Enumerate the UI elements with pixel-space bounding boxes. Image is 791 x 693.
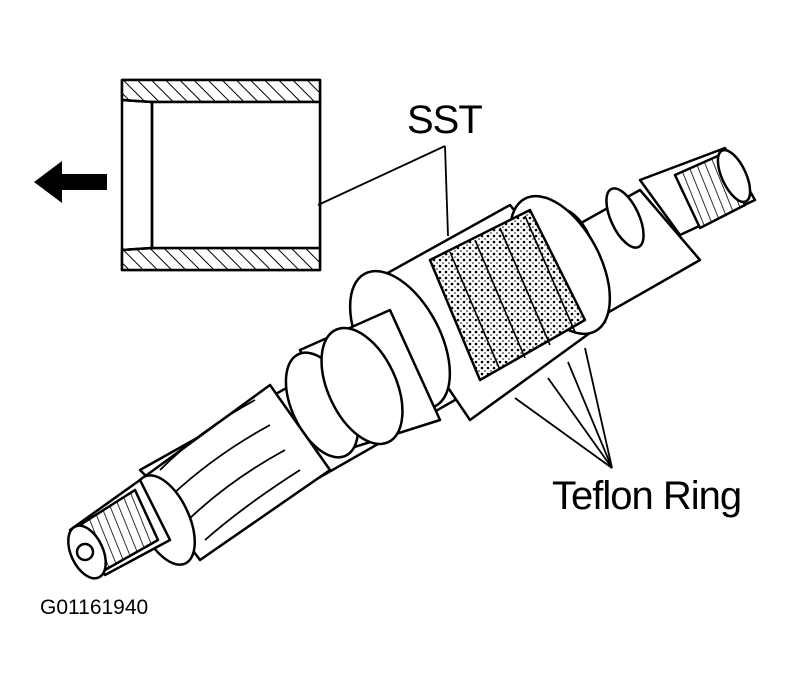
sst-label: SST (407, 98, 483, 142)
teflon-ring-leader-lines (514, 347, 613, 469)
teflon-ring-label: Teflon Ring (552, 474, 742, 518)
figure-code-label: G01161940 (40, 596, 149, 619)
arrow-left-icon (34, 161, 107, 203)
sst-leader-lines (317, 145, 449, 237)
sst-sleeve (120, 78, 322, 272)
shaft-assembly (67, 146, 757, 580)
